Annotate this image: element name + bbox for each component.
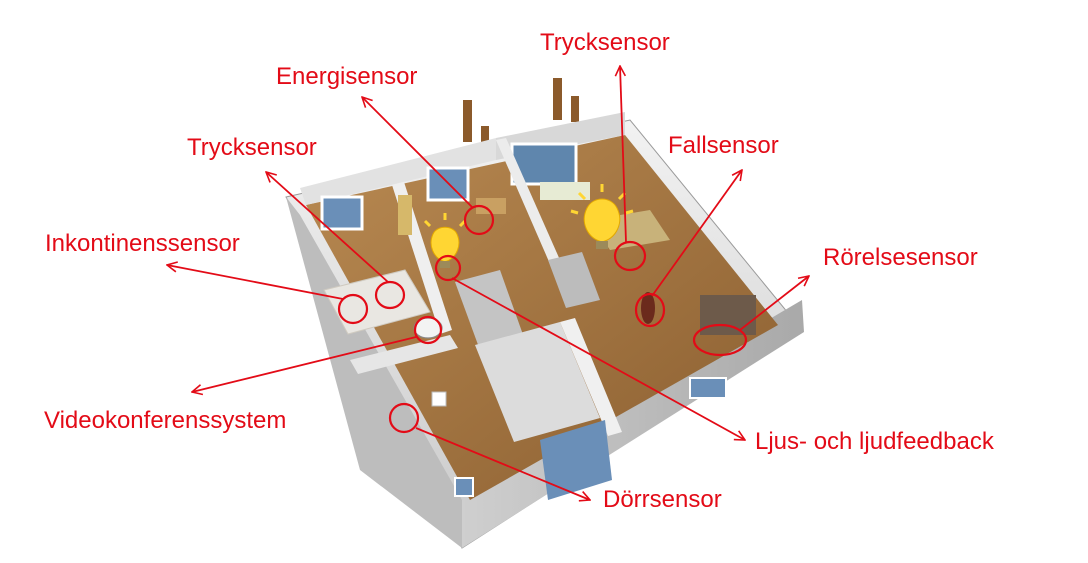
window	[320, 195, 364, 231]
partition-wall	[548, 252, 600, 308]
arrow-trycksensor-top	[620, 66, 627, 243]
label-rorelsesensor: Rörelsesensor	[823, 244, 978, 271]
arrow-dorr	[415, 427, 590, 500]
label-dorrsensor: Dörrsensor	[603, 486, 722, 513]
marker-inkontinens	[337, 293, 369, 325]
pipe	[481, 126, 489, 154]
marker-rorelse	[692, 323, 748, 357]
label-trycksensor-left: Trycksensor	[187, 134, 317, 161]
arrow-energisensor	[362, 97, 474, 209]
window	[454, 477, 474, 497]
arrow-trycksensor-left	[266, 172, 389, 283]
bulb-right	[570, 184, 634, 249]
arrow-ljus	[451, 277, 745, 440]
marker-dorr	[388, 402, 420, 434]
label-trycksensor-top: Trycksensor	[540, 29, 670, 56]
partition-wall	[350, 335, 458, 374]
house-side-left	[286, 197, 462, 548]
partition-wall	[475, 322, 600, 442]
marker-trycksensor-top	[613, 240, 647, 272]
house-illustration	[285, 78, 804, 549]
lightbulb-icon	[430, 226, 460, 263]
front-door	[540, 420, 612, 500]
pipe	[463, 100, 472, 142]
bulb-left	[423, 213, 467, 268]
lightbulb-icon	[583, 198, 621, 243]
sofa	[540, 182, 590, 200]
label-fallsensor: Fallsensor	[668, 132, 779, 159]
back-wall-left	[300, 138, 496, 205]
arrow-video	[192, 336, 417, 392]
partition-wall	[496, 138, 560, 264]
arrow-inkontinens	[167, 265, 344, 300]
marker-energisensor	[463, 204, 495, 236]
label-inkontinenssensor: Inkontinenssensor	[45, 230, 240, 257]
callout-arrows	[167, 66, 809, 500]
cabinet	[700, 295, 756, 335]
wardrobe	[398, 195, 412, 235]
marker-fallsensor	[634, 292, 666, 328]
label-videokonferenssystem: Videokonferenssystem	[44, 407, 286, 434]
window	[689, 377, 727, 399]
pipe	[571, 96, 579, 122]
partition-wall	[560, 318, 622, 436]
pipe	[553, 78, 562, 120]
label-ljus-och-ljudfeedback: Ljus- och ljudfeedback	[755, 428, 995, 455]
marker-trycksensor-left	[374, 280, 406, 310]
arrow-rorelse	[739, 276, 809, 331]
label-energisensor: Energisensor	[276, 63, 417, 90]
marker-ljus	[434, 254, 462, 282]
marker-video	[413, 315, 443, 345]
toilet	[431, 391, 447, 407]
desk	[476, 198, 506, 214]
arrow-fallsensor	[651, 170, 742, 297]
callout-labels: Energisensor Trycksensor Trycksensor Fal…	[44, 29, 995, 513]
person	[641, 292, 655, 324]
sensor-markers	[337, 204, 748, 434]
